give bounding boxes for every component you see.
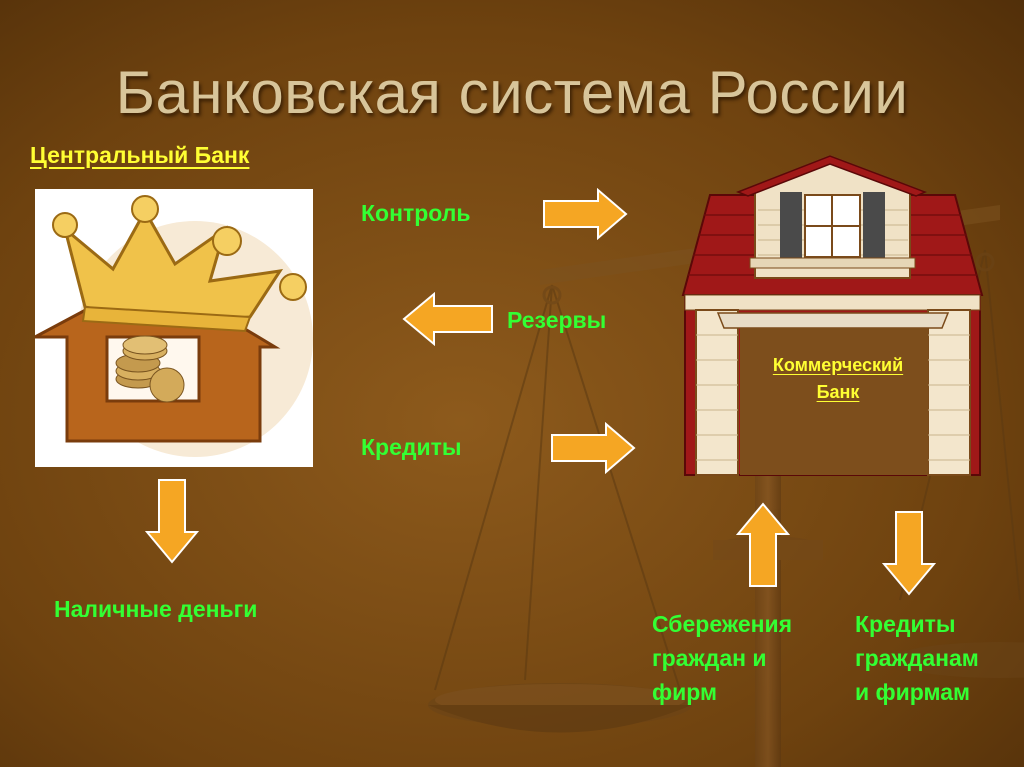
crown-house-icon — [35, 189, 313, 467]
credits-to-label-line3: и фирмам — [855, 679, 971, 705]
savings-label-line3: фирм — [652, 679, 718, 705]
arrow-left-icon — [402, 292, 493, 346]
credits-label: Кредиты — [361, 434, 462, 460]
arrow-right-icon — [543, 188, 628, 240]
reserves-label: Резервы — [507, 307, 607, 333]
cash-label: Наличные деньги — [54, 596, 258, 622]
savings-label-line1: Сбережения — [652, 611, 793, 637]
crown-icon — [52, 195, 307, 333]
commercial-bank-label-line1: Коммерческий — [772, 355, 904, 375]
arrow-right-icon-2 — [551, 422, 636, 474]
commercial-bank-label: Коммерческий Банк — [740, 352, 936, 406]
coins-icon — [115, 335, 185, 403]
savings-label-line2: граждан и — [652, 645, 767, 671]
commercial-bank-label-line2: Банк — [816, 382, 860, 402]
credits-to-label-line2: гражданам — [855, 645, 979, 671]
arrow-down-icon-2 — [882, 511, 936, 596]
savings-label: Сбережения граждан и фирм — [652, 607, 792, 709]
commercial-bank-house-icon — [681, 154, 984, 476]
arrow-up-icon — [736, 502, 790, 587]
credits-to-label: Кредиты гражданам и фирмам — [855, 607, 979, 709]
slide-title: Банковская система России — [115, 59, 909, 126]
credits-to-label-line1: Кредиты — [855, 611, 956, 637]
control-label: Контроль — [361, 200, 471, 226]
central-bank-label: Центральный Банк — [30, 142, 250, 168]
arrow-down-icon — [145, 479, 199, 564]
